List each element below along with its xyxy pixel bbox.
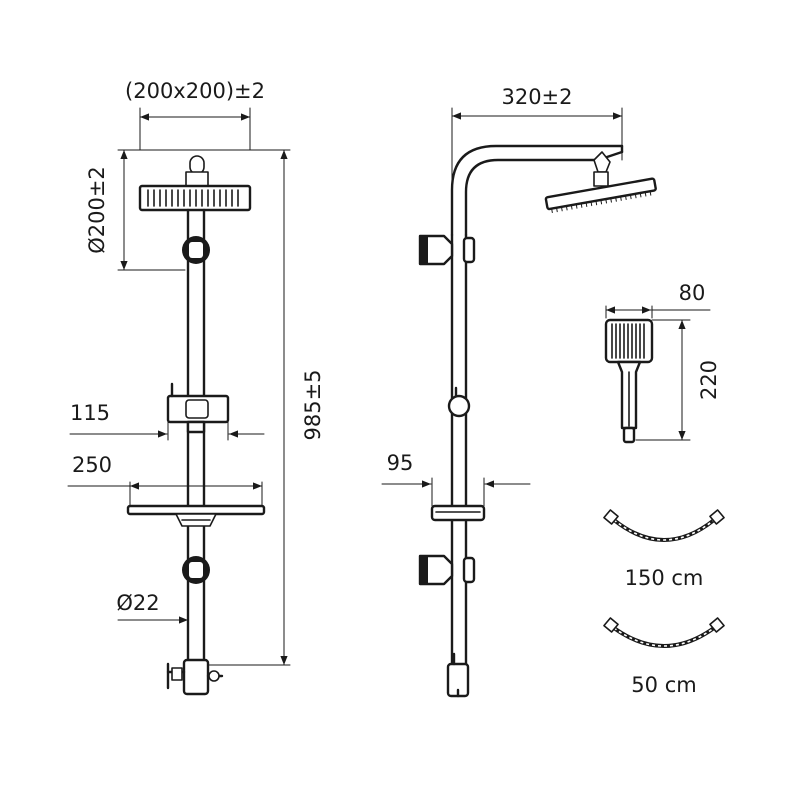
vertical-column <box>186 208 206 662</box>
nozzle-stripe <box>634 193 637 199</box>
diverter-valve <box>166 658 224 696</box>
nozzle-stripe <box>605 198 607 204</box>
head-diameter-dimension: Ø200±2 <box>85 149 291 271</box>
side-vertical-column <box>450 233 468 667</box>
nozzle-stripe <box>556 207 558 213</box>
overhead-shower-head <box>138 155 252 212</box>
front-view: (200x200)±2 Ø200±2 985±5 <box>67 79 325 696</box>
nozzle-stripe <box>560 206 563 212</box>
nozzle-stripe <box>565 205 568 211</box>
nozzle-stripe <box>575 203 578 209</box>
nozzle-stripe <box>649 190 652 196</box>
arm-reach-label: 320±2 <box>501 85 572 109</box>
total-height-dimension: 985±5 <box>199 149 325 666</box>
total-height-label: 985±5 <box>301 369 325 440</box>
nozzle-stripe <box>585 202 588 207</box>
curved-shower-arm <box>450 144 624 237</box>
nozzle-stripe <box>551 208 553 214</box>
hose-150cm-label: 150 cm <box>625 566 704 590</box>
nozzle-stripe <box>644 191 647 197</box>
soap-shelf <box>126 504 266 527</box>
nozzle-stripe <box>615 196 617 202</box>
hand-shower-holder <box>166 382 230 434</box>
hand-shower-width-label: 80 <box>679 281 706 305</box>
holder-label: 115 <box>70 401 110 425</box>
nozzle-stripe <box>624 195 627 201</box>
side-mid-connector <box>447 386 471 418</box>
head-size-label: (200x200)±2 <box>125 79 265 103</box>
arm-reach-dimension: 320±2 <box>451 85 623 231</box>
nozzle-stripe <box>580 202 583 208</box>
lower-connector <box>182 556 210 584</box>
shelf-depth-label: 95 <box>387 451 414 475</box>
side-shower-head <box>544 151 657 214</box>
head-size-dimension: (200x200)±2 <box>125 79 265 151</box>
nozzle-stripe <box>620 195 622 201</box>
hand-shower-width-dimension: 80 <box>605 281 711 319</box>
nozzle-stripe <box>600 199 603 205</box>
nozzle-stripe <box>570 204 573 210</box>
pipe-diameter-label: Ø22 <box>116 591 159 615</box>
hand-shower: 80 220 <box>604 281 721 444</box>
nozzle-stripe <box>629 194 632 200</box>
upper-connector <box>182 236 210 264</box>
hose-150cm: 150 cm <box>603 509 725 590</box>
nozzle-stripe <box>595 200 598 206</box>
side-diverter <box>446 652 470 698</box>
shelf-depth-dimension: 95 <box>381 451 531 507</box>
hand-shower-height-label: 220 <box>697 360 721 400</box>
side-soap-shelf <box>430 504 486 522</box>
shelf-label: 250 <box>72 453 112 477</box>
pipe-diameter-dimension: Ø22 <box>116 591 189 624</box>
side-view: 320±2 <box>381 85 657 698</box>
hand-shower-height-dimension: 220 <box>635 319 721 441</box>
nozzle-stripe <box>610 197 612 203</box>
nozzle-stripe <box>639 192 642 198</box>
holder-dimension: 115 <box>69 401 265 441</box>
shelf-dimension: 250 <box>67 453 263 507</box>
side-lower-clamp <box>418 554 476 586</box>
hose-50cm: 50 cm <box>603 617 725 697</box>
side-upper-clamp <box>418 234 476 266</box>
hose-50cm-label: 50 cm <box>631 673 696 697</box>
head-diameter-label: Ø200±2 <box>85 166 109 254</box>
nozzle-stripe <box>590 201 593 207</box>
